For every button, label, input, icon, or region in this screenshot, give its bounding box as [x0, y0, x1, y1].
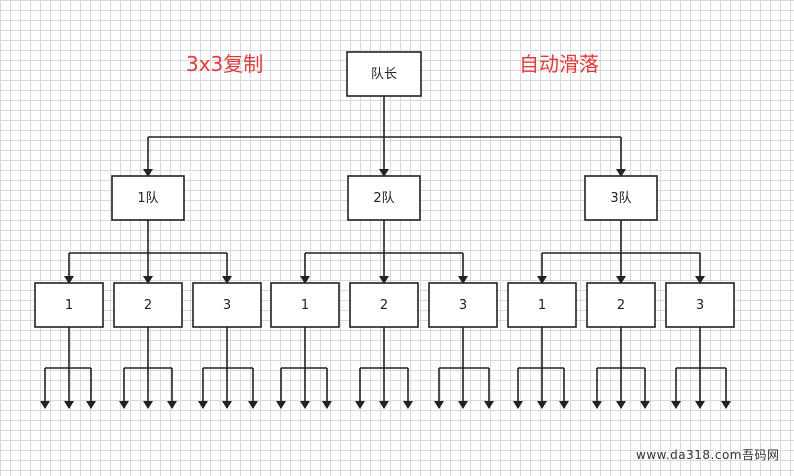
team-2-member-2-node: 2: [349, 282, 419, 328]
team-3-member-2-node: 2: [586, 282, 656, 328]
root-node-box: [346, 51, 422, 97]
diagram-nodes: 队长 1队 1 2 3 2队 1 2 3 3队 1 2 3: [34, 51, 735, 328]
team-3-member-1-node-box: [507, 282, 577, 328]
watermark-text: www.da318.com吾码网: [636, 448, 780, 462]
team-2-member-2-node-label: 2: [380, 298, 388, 313]
team-2-member-3-node-box: [428, 282, 498, 328]
team-2-member-2-node-box: [349, 282, 419, 328]
team-1-member-1-node-label: 1: [65, 298, 73, 313]
team-1-member-3-node-label: 3: [223, 298, 231, 313]
team-2-node: 2队: [347, 175, 421, 221]
team-3-member-3-node-label: 3: [696, 298, 704, 313]
team-1-member-1-node-box: [34, 282, 104, 328]
team-3-node-box: [584, 175, 658, 221]
team-1-node-box: [111, 175, 185, 221]
team-3-node-label: 3队: [610, 191, 631, 206]
team-2-node-label: 2队: [373, 191, 394, 206]
team-1-node-label: 1队: [137, 191, 158, 206]
team-3-member-2-node-box: [586, 282, 656, 328]
team-2-member-3-node-label: 3: [459, 298, 467, 313]
team-3-member-3-node: 3: [665, 282, 735, 328]
caption-right: 自动滑落: [519, 52, 599, 76]
team-3-member-1-node: 1: [507, 282, 577, 328]
team-1-member-3-node-box: [192, 282, 262, 328]
team-1-member-3-node: 3: [192, 282, 262, 328]
team-1-member-1-node: 1: [34, 282, 104, 328]
connector-lines: [40, 96, 731, 409]
team-1-member-2-node-box: [113, 282, 183, 328]
team-2-member-1-node-box: [270, 282, 340, 328]
team-1-node: 1队: [111, 175, 185, 221]
caption-left: 3x3复制: [186, 52, 264, 76]
team-3-member-3-node-box: [665, 282, 735, 328]
root-node: 队长: [346, 51, 422, 97]
team-1-member-2-node: 2: [113, 282, 183, 328]
team-2-member-1-node: 1: [270, 282, 340, 328]
team-2-member-3-node: 3: [428, 282, 498, 328]
team-3-member-1-node-label: 1: [538, 298, 546, 313]
root-node-label: 队长: [371, 67, 397, 82]
team-1-member-2-node-label: 2: [144, 298, 152, 313]
team-2-member-1-node-label: 1: [301, 298, 309, 313]
team-3-member-2-node-label: 2: [617, 298, 625, 313]
team-3-node: 3队: [584, 175, 658, 221]
team-2-node-box: [347, 175, 421, 221]
